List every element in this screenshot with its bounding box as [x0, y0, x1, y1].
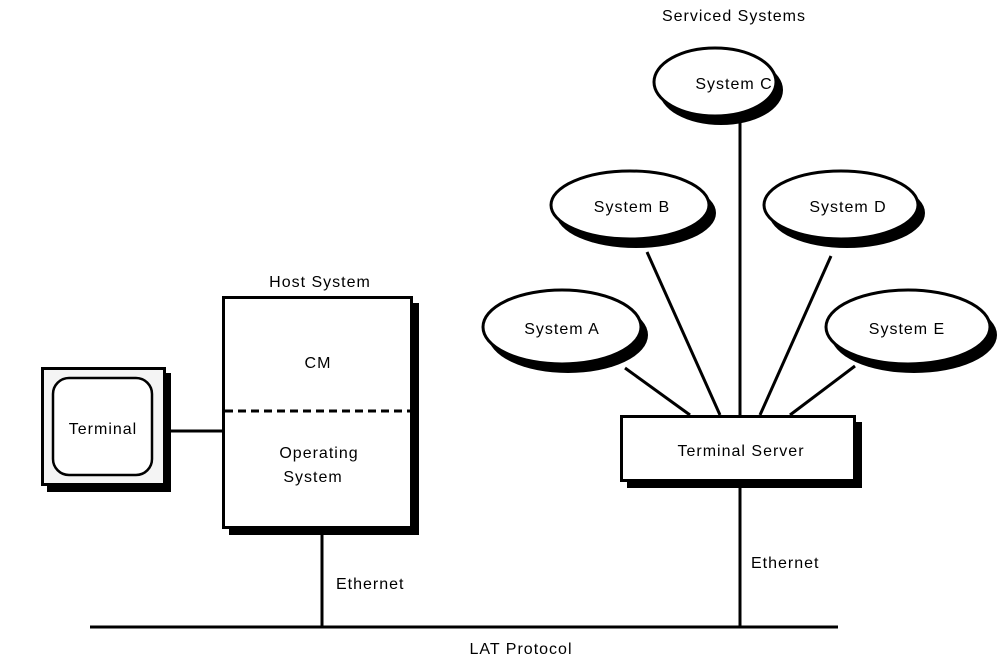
- system-c-node: System C: [652, 46, 783, 125]
- operating-system-label-line1: Operating: [279, 445, 358, 462]
- line-system-d-to-server: [758, 255, 833, 416]
- serviced-systems-label: Serviced Systems: [662, 8, 806, 25]
- line-system-a-to-server: [624, 366, 691, 417]
- system-e-label: System E: [869, 321, 945, 338]
- system-b-node: System B: [549, 169, 716, 248]
- system-e-node: System E: [824, 288, 997, 373]
- terminal-device: Terminal: [41, 367, 171, 492]
- terminal-server-box: Terminal Server: [620, 415, 862, 488]
- ethernet-server-label: Ethernet: [751, 555, 819, 572]
- system-b-label: System B: [594, 199, 670, 216]
- cm-label: CM: [305, 355, 332, 372]
- system-a-label: System A: [524, 321, 600, 338]
- system-a-node: System A: [481, 288, 648, 373]
- line-system-b-to-server: [645, 251, 722, 416]
- lat-protocol-label: LAT Protocol: [469, 641, 572, 656]
- system-d-label: System D: [809, 199, 886, 216]
- operating-system-label-line2: System: [283, 469, 342, 486]
- host-system-label: Host System: [269, 274, 371, 291]
- host-system-box: CM Operating System: [222, 296, 419, 535]
- terminal-screen: [51, 376, 154, 477]
- ethernet-host-label: Ethernet: [336, 576, 404, 593]
- line-system-e-to-server: [789, 364, 856, 417]
- system-d-node: System D: [762, 169, 925, 248]
- system-c-label: System C: [695, 76, 772, 93]
- terminal-server-label: Terminal Server: [677, 443, 804, 460]
- terminal-label: Terminal: [69, 421, 137, 438]
